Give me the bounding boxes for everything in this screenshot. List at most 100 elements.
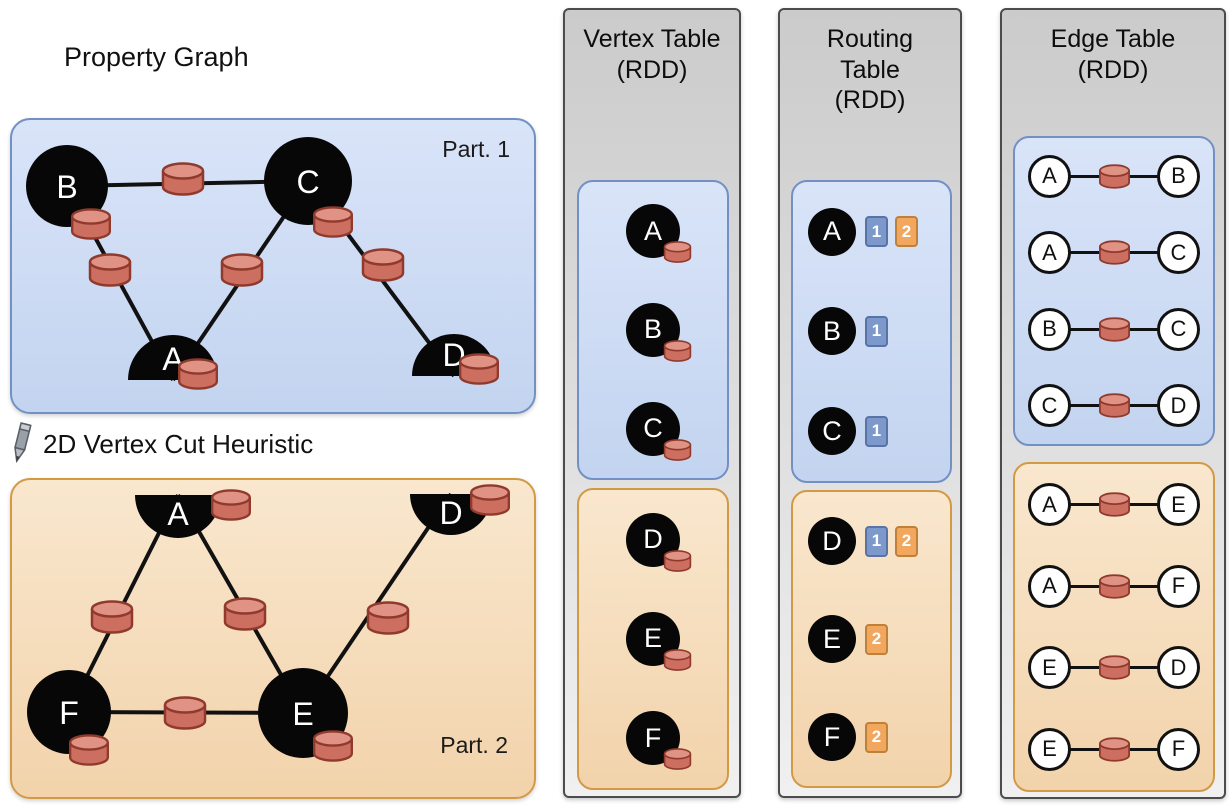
- dest-vertex-circle: C: [1157, 307, 1200, 351]
- vertex-property-cylinder-icon: [70, 208, 112, 240]
- dest-vertex-label: C: [1170, 239, 1187, 265]
- edge-property-cylinder-icon: [1097, 574, 1132, 599]
- vertex-property-cylinder-icon: [177, 358, 219, 390]
- property-cylinder-icon: [662, 340, 693, 362]
- edge-property-cylinder-icon: [1097, 737, 1132, 762]
- vertex-circle: D: [626, 512, 680, 567]
- vertex-property-cylinder-icon: [210, 489, 252, 521]
- edge-table-title: Edge Table (RDD): [1050, 25, 1176, 84]
- source-vertex-label: E: [1042, 736, 1057, 762]
- edge-property-cylinder-icon: [161, 162, 205, 196]
- vertex-circle: B: [626, 302, 680, 357]
- graph-vertex: [26, 145, 108, 227]
- vertex-circle: C: [808, 407, 856, 456]
- edge-entry: E F: [1015, 727, 1213, 771]
- dest-vertex-label: D: [1170, 654, 1187, 680]
- graph-vertex-label: B: [56, 169, 77, 205]
- edge-property-cylinder-icon: [1097, 317, 1132, 342]
- source-vertex-label: A: [1042, 163, 1057, 189]
- vertex-circle: D: [808, 517, 856, 565]
- dest-vertex-circle: D: [1157, 646, 1200, 690]
- routing-row: C 1: [793, 407, 950, 456]
- partition-2-label: Part. 2: [440, 732, 508, 758]
- graph-vertex: [27, 670, 111, 754]
- partition-badge-group: 1: [865, 415, 888, 447]
- source-vertex-label: B: [1042, 316, 1057, 342]
- vertex-table-partition-1: A B C: [577, 180, 729, 480]
- source-vertex-label: E: [1042, 654, 1057, 680]
- edge-property-cylinder-icon: [1097, 164, 1132, 189]
- vertex-label: E: [822, 623, 841, 654]
- graph-vertex-label: F: [59, 695, 79, 731]
- edge-entry: A F: [1015, 564, 1213, 608]
- pencil-icon: [14, 422, 32, 464]
- dest-vertex-circle: F: [1157, 564, 1200, 608]
- source-vertex-circle: A: [1028, 483, 1071, 527]
- edge-table-partition-2: A E A F E D E F: [1013, 462, 1215, 792]
- vertex-entry: D: [626, 512, 680, 567]
- vertex-label: D: [822, 525, 842, 556]
- edge-entry: C D: [1015, 384, 1213, 428]
- dest-vertex-label: F: [1171, 736, 1186, 762]
- vertex-label: F: [644, 722, 662, 753]
- dest-vertex-circle: E: [1157, 483, 1200, 527]
- partition-badge: 1: [865, 415, 888, 447]
- partition-badge-group: 2: [865, 623, 888, 655]
- edge-property-cylinder-icon: [163, 696, 207, 730]
- edge-entry: B C: [1015, 307, 1213, 351]
- vertex-entry: A: [626, 204, 680, 258]
- property-cylinder-icon: [662, 649, 693, 671]
- graph-vertex-label: D: [439, 495, 462, 531]
- source-vertex-label: A: [1042, 239, 1057, 265]
- routing-table-title: Routing Table (RDD): [826, 25, 914, 114]
- vertex-label: B: [643, 314, 662, 345]
- source-vertex-circle: E: [1028, 727, 1071, 771]
- vertex-label: A: [822, 216, 841, 247]
- dest-vertex-label: E: [1171, 491, 1186, 517]
- source-vertex-circle: B: [1028, 307, 1071, 351]
- graph-vertex-label: E: [292, 696, 313, 732]
- source-vertex-circle: E: [1028, 646, 1071, 690]
- dest-vertex-label: F: [1171, 573, 1186, 599]
- vertex-circle: F: [808, 713, 856, 761]
- vertex-circle: E: [626, 611, 680, 666]
- source-vertex-label: A: [1042, 491, 1057, 517]
- edge-property-cylinder-icon: [220, 253, 264, 287]
- source-vertex-label: A: [1042, 573, 1057, 599]
- edge-property-cylinder-icon: [366, 601, 410, 635]
- edge-property-cylinder-icon: [1097, 393, 1132, 418]
- vertex-circle: A: [626, 204, 680, 258]
- vertex-property-cylinder-icon: [312, 206, 354, 238]
- vertex-label: B: [822, 315, 841, 346]
- heuristic-label: 2D Vertex Cut Heuristic: [43, 428, 314, 459]
- edge-property-cylinder-icon: [361, 248, 405, 282]
- vertex-entry: E: [626, 611, 680, 666]
- source-vertex-circle: A: [1028, 564, 1071, 608]
- partition-badge: 2: [865, 623, 888, 655]
- vertex-label: A: [643, 215, 662, 246]
- edge-property-cylinder-icon: [223, 597, 267, 631]
- partition-badge-group: 2: [865, 721, 888, 753]
- partition-badge: 1: [865, 525, 888, 557]
- routing-row: E 2: [793, 615, 950, 663]
- dest-vertex-label: D: [1170, 392, 1187, 418]
- vertex-table-column: Vertex Table (RDD) A B C D E F: [563, 8, 741, 798]
- routing-row: B 1: [793, 307, 950, 356]
- edge-table-partition-1: A B A C B C C D: [1013, 136, 1215, 446]
- dest-vertex-circle: D: [1157, 384, 1200, 428]
- property-cylinder-icon: [662, 439, 693, 461]
- vertex-circle: E: [808, 615, 856, 663]
- vertex-label: D: [643, 524, 663, 555]
- property-cylinder-icon: [662, 550, 693, 572]
- vertex-label: C: [822, 415, 842, 446]
- vertex-circle: A: [808, 207, 856, 256]
- partition-badge: 2: [895, 216, 918, 248]
